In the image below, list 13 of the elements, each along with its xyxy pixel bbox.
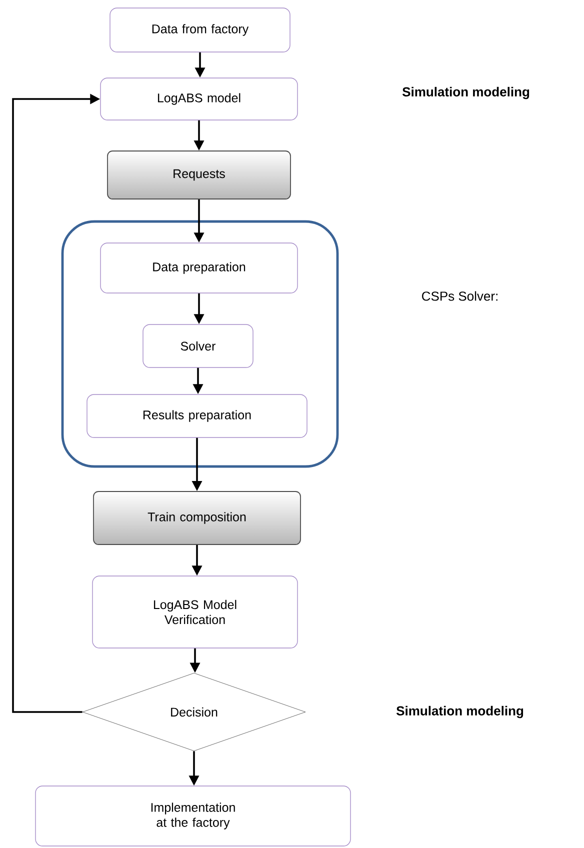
side-label: Simulation modeling <box>402 86 530 100</box>
process-box: Results preparation <box>86 394 308 438</box>
process-box: Data preparation <box>100 242 298 294</box>
process-box: Implementation at the factory <box>35 786 351 846</box>
process-box: Data from factory <box>110 8 290 52</box>
side-label: Simulation modeling <box>396 706 524 718</box>
process-box: LogABS model <box>100 78 298 120</box>
process-box: Requests <box>107 150 291 200</box>
side-label: CSPs Solver: <box>422 291 498 301</box>
process-box: Train composition <box>93 491 301 545</box>
process-box: Solver <box>142 324 254 368</box>
process-box: LogABS Model Verification <box>92 576 298 648</box>
group-frame <box>61 220 339 468</box>
